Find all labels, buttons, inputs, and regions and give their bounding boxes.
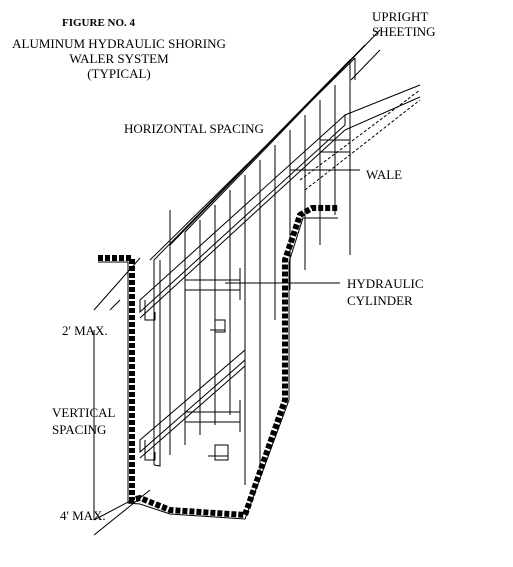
label-wale: WALE: [366, 167, 403, 182]
lower-hydraulic-cylinder: [184, 400, 241, 432]
far-rail: [299, 89, 421, 191]
soil-profile-inner: [98, 217, 338, 520]
soil-profile: [98, 205, 338, 519]
label-horizontal-spacing: HORIZONTAL SPACING: [124, 121, 264, 136]
label-vertical: VERTICAL: [52, 405, 116, 420]
upper-hydraulic-cylinder: [184, 139, 351, 300]
label-cylinder: CYLINDER: [347, 293, 413, 308]
system-title-line3: (TYPICAL): [87, 66, 151, 81]
label-sheeting: SHEETING: [372, 24, 436, 39]
label-spacing: SPACING: [52, 422, 107, 437]
label-four-max: 4' MAX.: [60, 508, 106, 523]
label-upright: UPRIGHT: [372, 9, 429, 24]
upper-wale: [139, 84, 421, 333]
label-two-max: 2' MAX.: [62, 323, 108, 338]
leader-lines: [93, 49, 381, 536]
figure-number: FIGURE NO. 4: [62, 17, 136, 29]
lower-wale: [139, 348, 246, 461]
system-title-line2: WALER SYSTEM: [69, 51, 169, 66]
label-hydraulic: HYDRAULIC: [347, 276, 424, 291]
system-title-line1: ALUMINUM HYDRAULIC SHORING: [12, 36, 226, 51]
